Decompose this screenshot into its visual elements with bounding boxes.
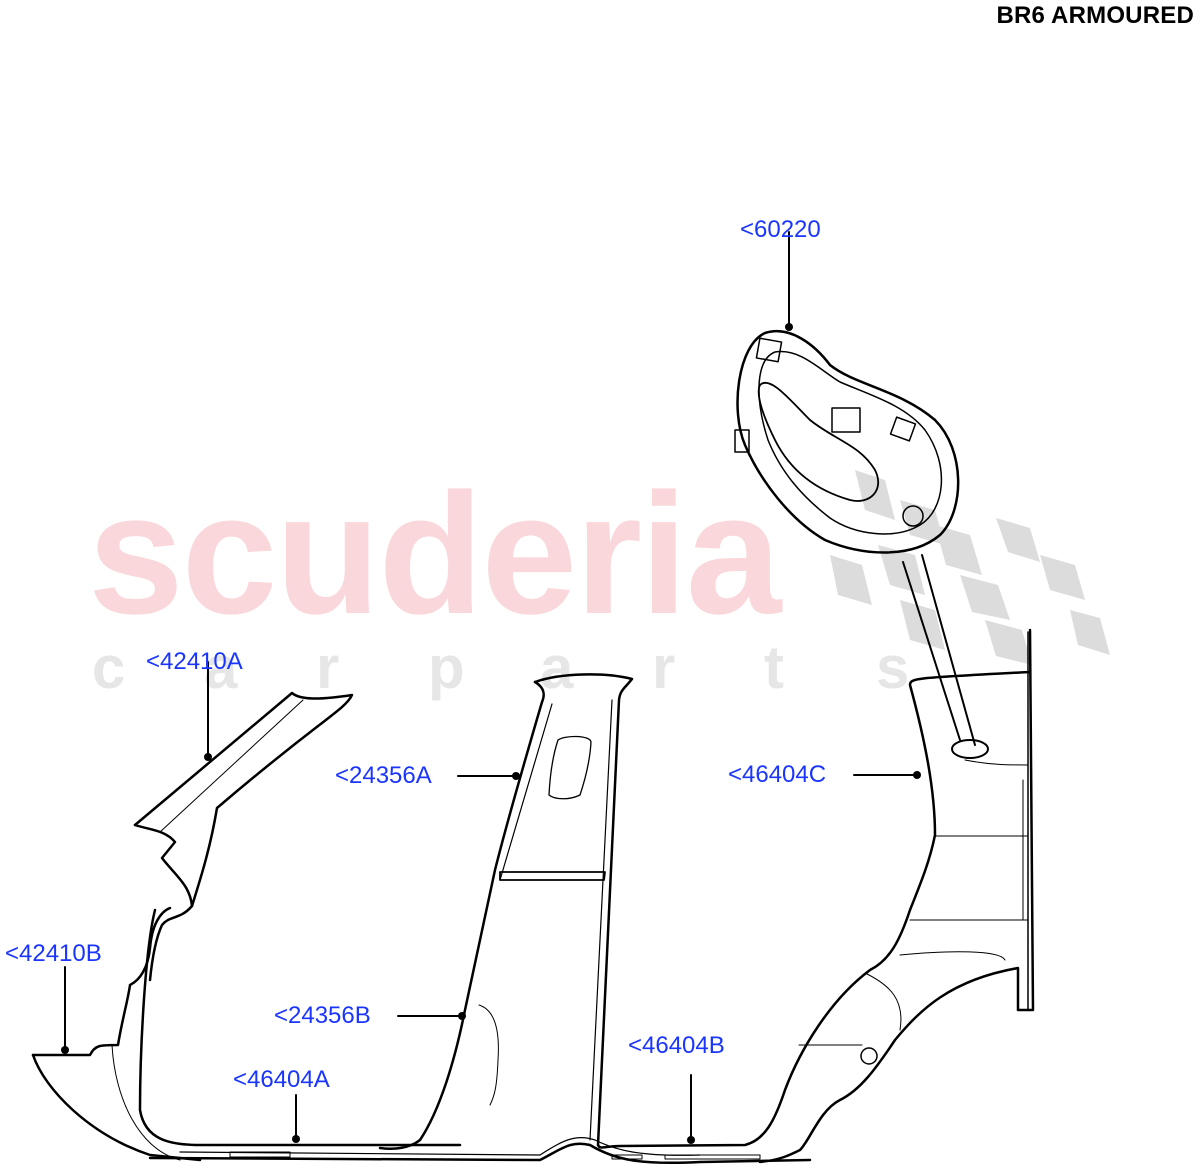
watermark-brand: scuderia xyxy=(88,458,781,650)
watermark-letter: a xyxy=(204,634,238,701)
watermark-letter: r xyxy=(316,634,340,701)
watermark-letter: r xyxy=(652,634,676,701)
speaker-cover-part xyxy=(734,231,960,554)
footwell-part xyxy=(31,906,462,1162)
watermark-letter: a xyxy=(540,634,574,701)
callout-24356B[interactable]: <24356B xyxy=(274,1002,371,1029)
watermark-letter: c xyxy=(92,634,126,701)
callout-46404A[interactable]: <46404A xyxy=(233,1066,330,1093)
rear-quarter-part xyxy=(596,628,1035,1164)
b-pillar-part xyxy=(378,673,634,1150)
callout-46404C[interactable]: <46404C xyxy=(728,761,827,788)
watermark-letter: s xyxy=(876,634,910,701)
callout-46404B[interactable]: <46404B xyxy=(628,1032,725,1059)
checkered-flag-icon xyxy=(830,470,1110,665)
sill-part xyxy=(148,1142,812,1165)
callout-42410B[interactable]: <42410B xyxy=(5,940,102,967)
watermark-letter: t xyxy=(764,634,784,701)
a-pillar-part xyxy=(133,661,354,982)
callout-42410A[interactable]: <42410A xyxy=(146,648,243,675)
callout-60220[interactable]: <60220 xyxy=(740,216,821,243)
watermark-letter: p xyxy=(428,634,465,701)
callout-24356A[interactable]: <24356A xyxy=(335,762,432,789)
page-title: BR6 ARMOURED xyxy=(996,2,1194,29)
